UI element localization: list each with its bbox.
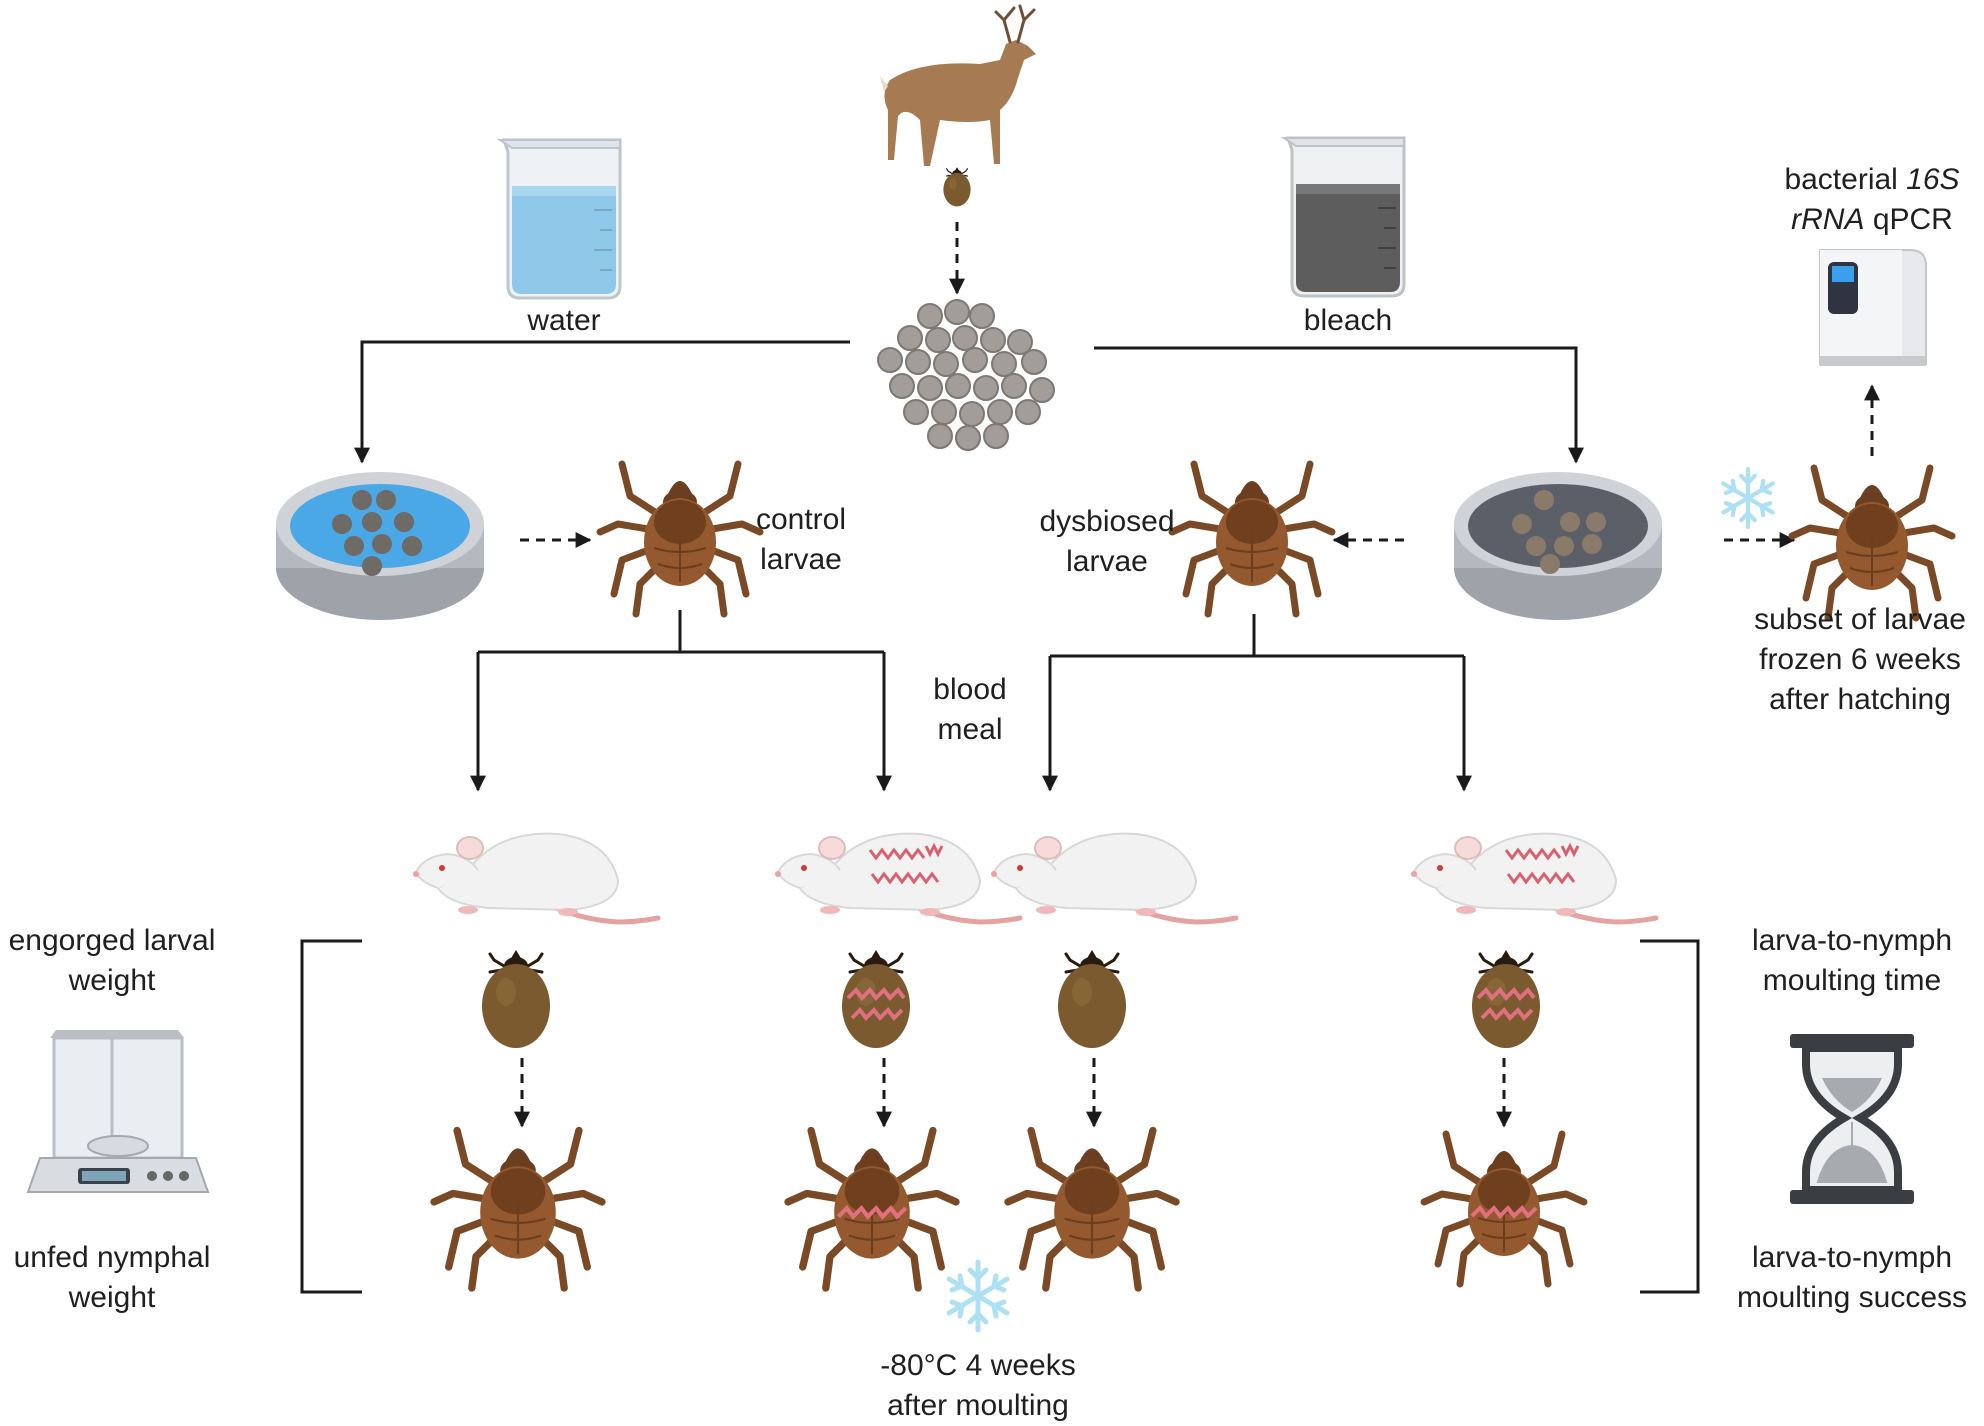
egg-cluster-icon	[877, 299, 1055, 451]
mouse-icon	[1411, 834, 1656, 922]
hourglass-icon	[1790, 1034, 1914, 1204]
tick-icon	[788, 1131, 956, 1289]
qpcr-label: bacterial 16S rRNA qPCR	[1784, 163, 1960, 236]
tick-icon	[1008, 1131, 1176, 1289]
engorged-tick-icon	[942, 166, 972, 207]
bracket-right	[1640, 939, 1700, 1294]
tick-icon	[1792, 468, 1952, 618]
qpcr-machine-icon	[1819, 249, 1927, 366]
petri-dish-icon	[276, 472, 484, 620]
engorged-tick-icon	[480, 948, 552, 1050]
snowflake-icon	[949, 1262, 1007, 1330]
tick-icon	[1172, 464, 1332, 614]
beaker-icon	[496, 138, 622, 300]
mouse-icon	[775, 834, 1020, 922]
water-label: water	[527, 304, 601, 337]
engorged-tick-icon	[1472, 950, 1540, 1048]
engorged-tick-icon	[842, 950, 910, 1048]
balance-icon	[26, 1030, 210, 1193]
petri-dish-icon	[1454, 472, 1662, 620]
tick-icon	[1424, 1134, 1584, 1284]
mouse-icon	[991, 834, 1236, 922]
mouse-icon	[413, 834, 658, 922]
snowflake-icon	[1723, 469, 1772, 527]
tick-icon	[434, 1131, 602, 1289]
bracket-left	[300, 939, 362, 1294]
arrow-eggs-to-bleach-dish	[1094, 346, 1584, 464]
beaker-icon	[1280, 136, 1406, 298]
arrow-eggs-to-water-dish	[354, 340, 850, 464]
engorged-tick-icon	[1056, 948, 1128, 1050]
bleach-label: bleach	[1303, 304, 1393, 337]
deer-icon	[880, 4, 1036, 166]
